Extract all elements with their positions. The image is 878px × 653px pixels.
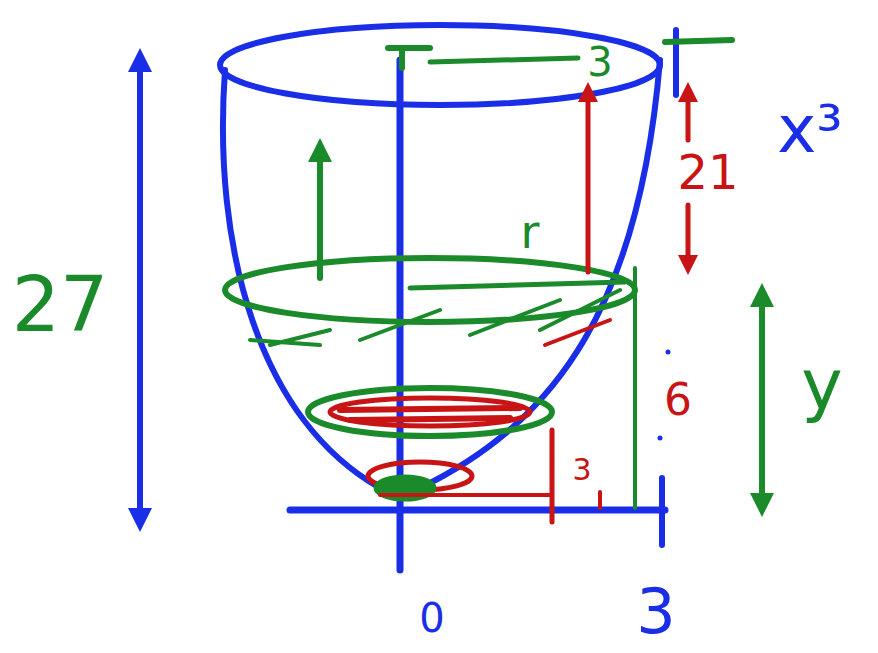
function-label: x³	[777, 97, 843, 163]
distance-label: 21	[677, 148, 738, 196]
height-label: y	[801, 350, 842, 420]
radius-label: r	[521, 209, 540, 255]
distance-label: 3	[572, 455, 591, 485]
radius-label: 3	[587, 42, 612, 82]
axis-tick-label: 0	[419, 598, 444, 638]
axis-tick-label: 3	[636, 581, 675, 643]
height-label: 27	[12, 267, 109, 343]
distance-label: 6	[664, 378, 692, 422]
